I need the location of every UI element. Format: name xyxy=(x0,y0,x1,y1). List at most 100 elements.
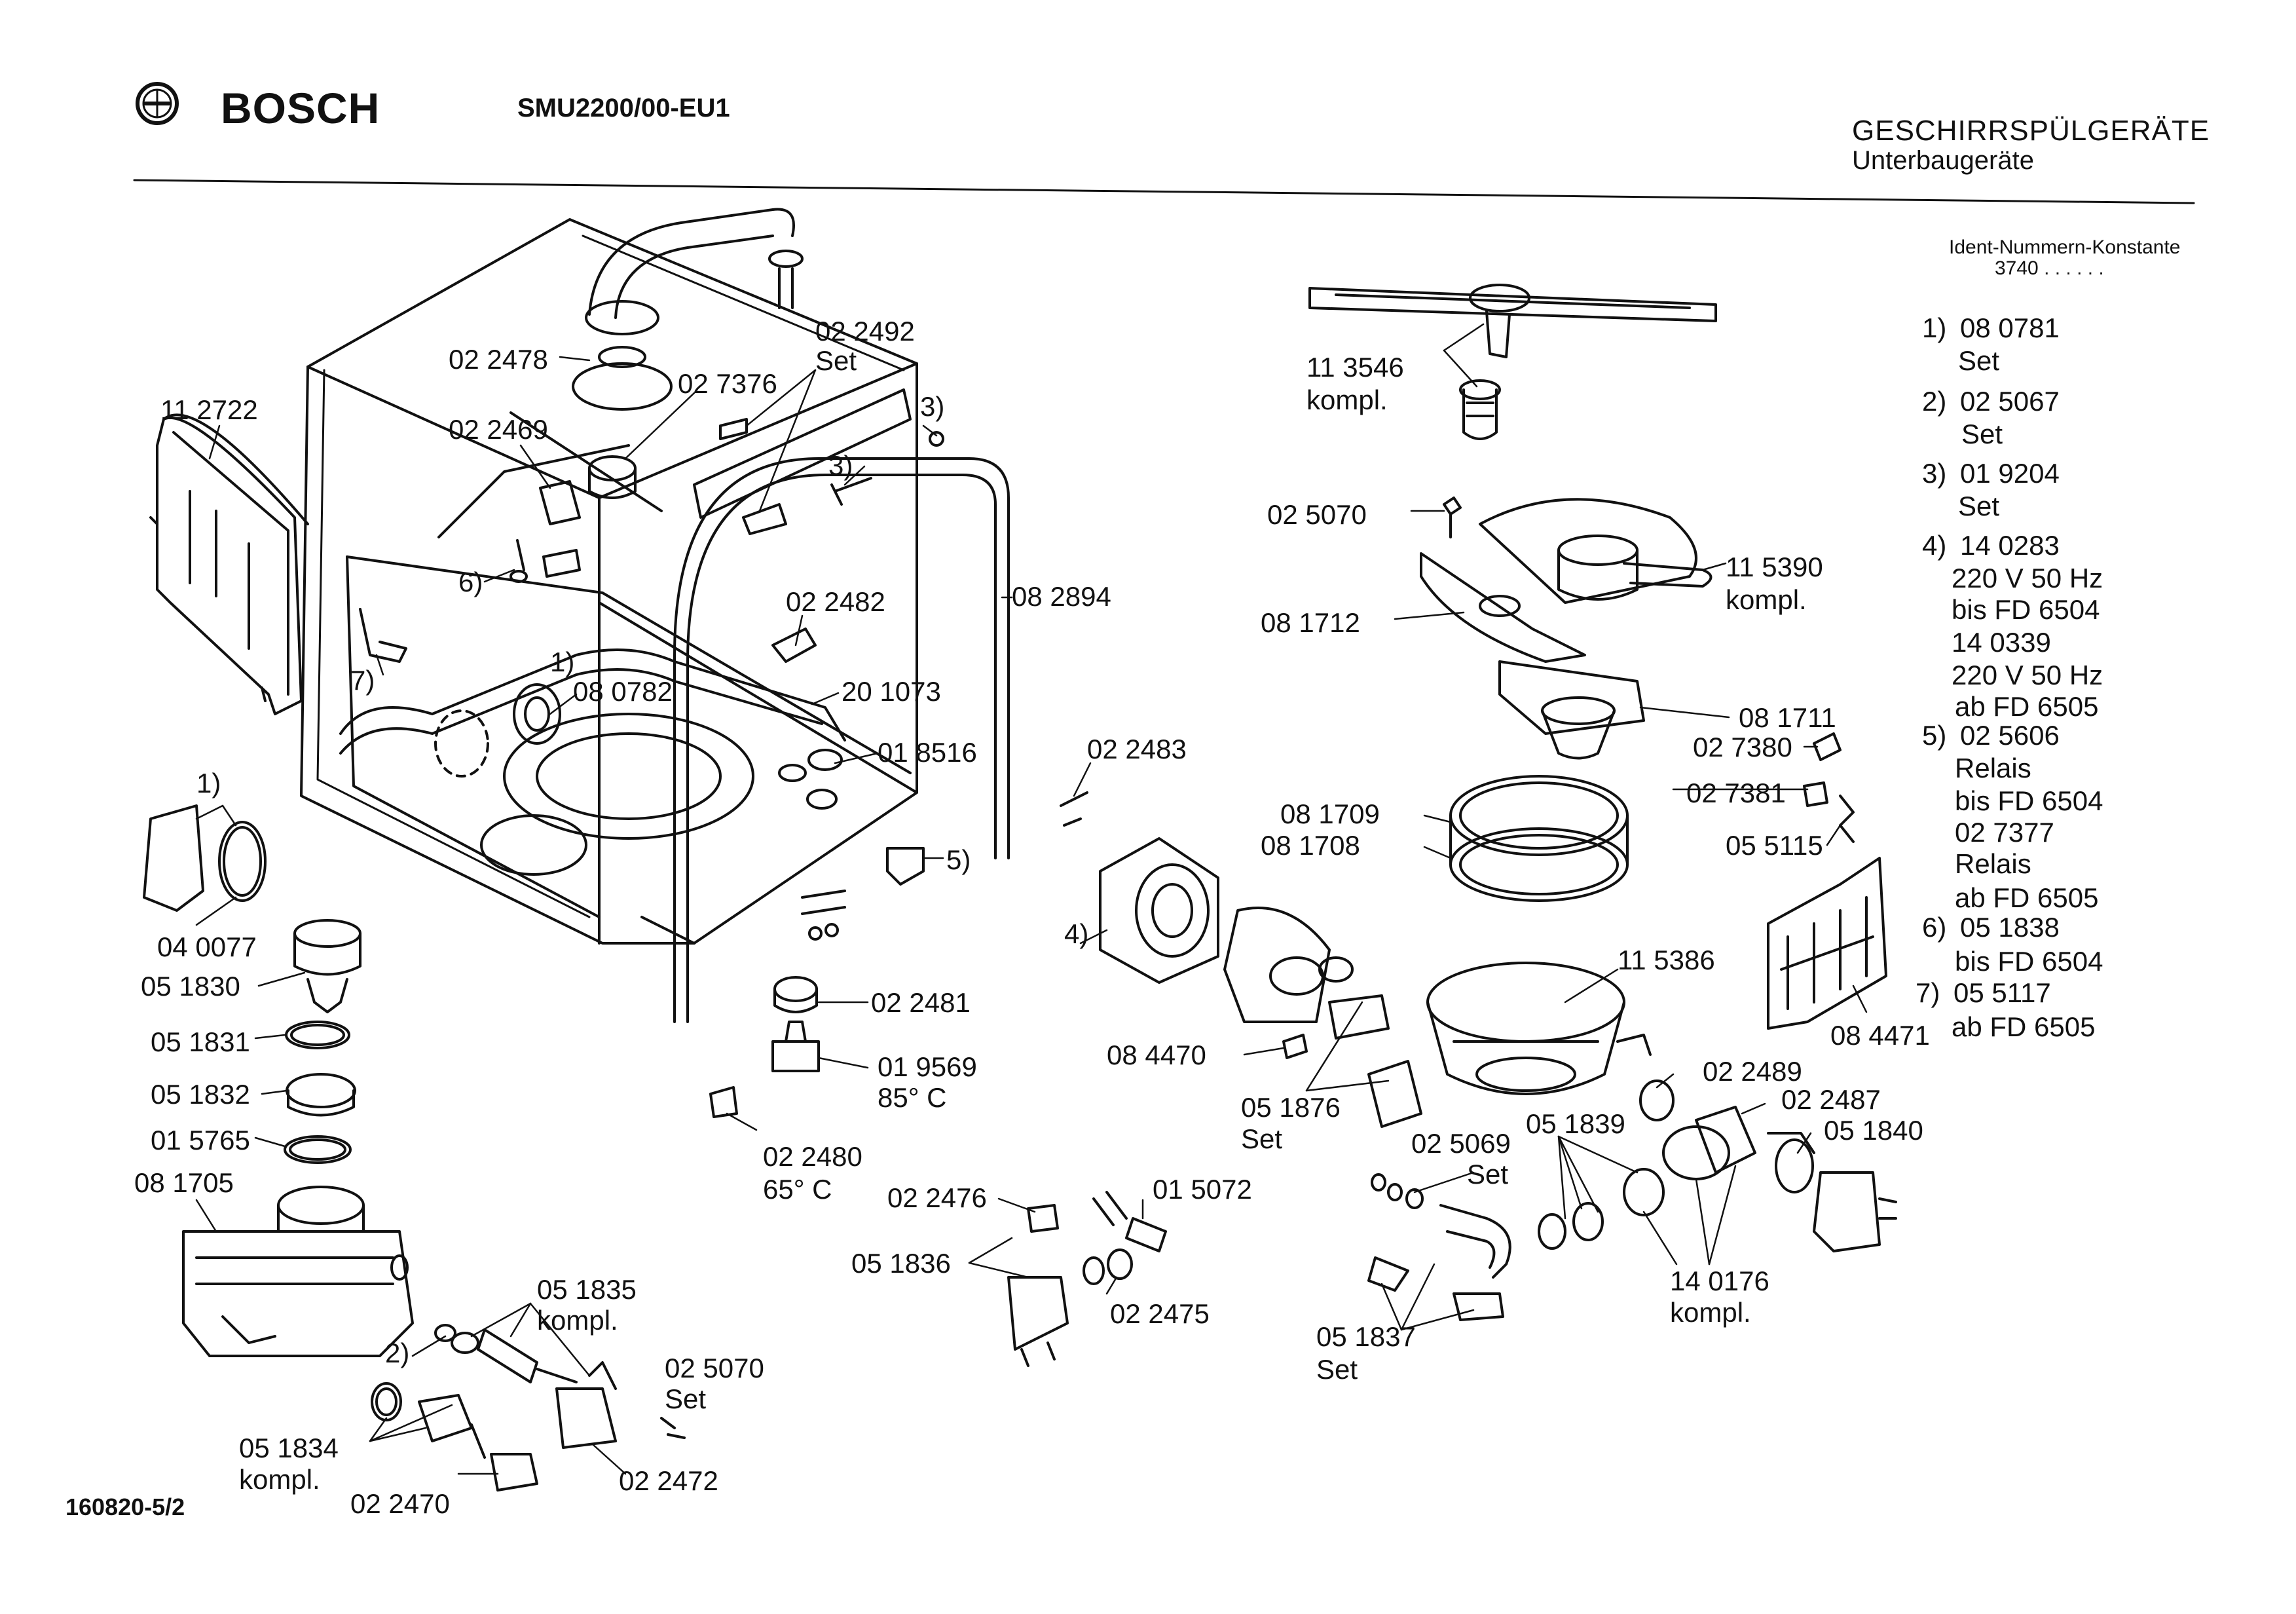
part-label: 08 1709 xyxy=(1280,798,1380,829)
part-label: 05 1835 xyxy=(537,1274,637,1305)
legend-number: 5) xyxy=(1922,720,1947,751)
part-label: 02 5070 xyxy=(1267,499,1367,530)
part-label: 05 1831 xyxy=(151,1026,250,1057)
circulation-pump-drawing xyxy=(1060,791,1422,1128)
part-label: 3) xyxy=(828,450,853,481)
legend-entry: Set xyxy=(1961,419,2003,449)
legend-entry: 05 1838 xyxy=(1960,912,2060,943)
part-label: 04 0077 xyxy=(157,931,257,962)
part-label: kompl. xyxy=(1670,1297,1751,1328)
part-label: 05 1839 xyxy=(1526,1108,1625,1139)
legend-entry: 14 0339 xyxy=(1952,627,2051,658)
category-title: GESCHIRRSPÜLGERÄTE xyxy=(1852,115,2210,147)
category-subtitle: Unterbaugeräte xyxy=(1852,146,2034,175)
part-label: 5) xyxy=(946,844,971,875)
part-label: 2) xyxy=(385,1338,410,1368)
part-label: 01 8516 xyxy=(878,737,977,768)
part-label: Set xyxy=(815,345,857,376)
part-label: 14 0176 xyxy=(1670,1266,1769,1296)
part-label: kompl. xyxy=(537,1305,618,1336)
thermostat-drawing xyxy=(709,976,1167,1367)
part-label: kompl. xyxy=(239,1464,320,1495)
brand-name: BOSCH xyxy=(221,84,380,132)
part-label: 08 1708 xyxy=(1261,830,1360,861)
part-label: 1) xyxy=(196,768,221,798)
part-label: 08 1712 xyxy=(1261,607,1360,638)
part-label: 05 1837 xyxy=(1316,1321,1416,1352)
part-label: 08 2894 xyxy=(1012,581,1111,612)
part-label: Set xyxy=(1316,1354,1358,1385)
drain-pump-drawing xyxy=(1367,1079,1897,1321)
part-label: 02 2469 xyxy=(449,414,548,445)
legend-number: 7) xyxy=(1916,977,1940,1008)
legend-entry: 02 5067 xyxy=(1960,386,2060,417)
part-label: 11 5386 xyxy=(1618,945,1715,975)
part-label: 85° C xyxy=(878,1082,947,1113)
part-label: 7) xyxy=(350,665,375,696)
legend-number: 4) xyxy=(1922,530,1947,561)
legend-entry: ab FD 6505 xyxy=(1955,691,2099,722)
part-label: 02 2470 xyxy=(350,1488,450,1519)
part-label: 08 4470 xyxy=(1107,1040,1206,1070)
part-label: 05 1876 xyxy=(1241,1092,1341,1123)
part-label: 05 1836 xyxy=(851,1248,951,1279)
part-label: 02 5069 xyxy=(1411,1128,1511,1159)
part-label: 4) xyxy=(1064,918,1089,949)
legend-entry: 02 7377 xyxy=(1955,817,2054,848)
legend-entry: 08 0781 xyxy=(1960,312,2060,343)
salt-container-drawing xyxy=(143,804,414,1357)
part-label: 05 1840 xyxy=(1824,1115,1923,1146)
part-label: 02 2481 xyxy=(871,987,971,1018)
part-label: 11 3546 xyxy=(1306,352,1404,383)
legend-entry: bis FD 6504 xyxy=(1955,785,2103,816)
document-number: 160820-5/2 xyxy=(65,1493,185,1520)
part-label: 02 2492 xyxy=(815,316,915,347)
legend-entry: ab FD 6505 xyxy=(1955,882,2099,913)
part-label: 02 2472 xyxy=(619,1465,718,1496)
legend-entry: 05 5117 xyxy=(1953,977,2051,1008)
legend-entry: Set xyxy=(1958,345,2000,376)
part-label: 02 2483 xyxy=(1087,734,1187,764)
part-label: 20 1073 xyxy=(842,676,941,707)
part-label: 05 5115 xyxy=(1726,830,1823,861)
legend-entry: 01 9204 xyxy=(1960,458,2060,489)
water-valve-drawing xyxy=(371,1324,686,1492)
ident-value: 3740 . . . . . . xyxy=(1995,257,2104,279)
part-label: 01 5072 xyxy=(1153,1174,1252,1205)
legend-entry: bis FD 6504 xyxy=(1952,594,2100,625)
part-label: Set xyxy=(1467,1159,1509,1190)
part-label: 08 1705 xyxy=(134,1167,234,1198)
legend-entry: 14 0283 xyxy=(1960,530,2060,561)
legend-entry: Relais xyxy=(1955,753,2031,783)
part-label: 02 2478 xyxy=(449,344,548,375)
header-rule xyxy=(133,179,2195,204)
legend-number: 1) xyxy=(1922,312,1947,343)
part-label: 02 7380 xyxy=(1693,732,1792,762)
part-label: 08 1711 xyxy=(1739,702,1836,733)
part-label: 02 2482 xyxy=(786,586,885,617)
part-label: 11 2722 xyxy=(160,394,258,425)
legend-entry: bis FD 6504 xyxy=(1955,946,2103,977)
leader-lines xyxy=(195,323,1868,1475)
legend-number: 3) xyxy=(1922,458,1947,489)
part-label: 02 2487 xyxy=(1781,1084,1881,1115)
legend-entry: Relais xyxy=(1955,848,2031,879)
part-label: 01 5765 xyxy=(151,1125,250,1155)
part-label: 02 7381 xyxy=(1686,778,1786,808)
part-label: Set xyxy=(665,1383,707,1414)
legend-entry: ab FD 6505 xyxy=(1952,1011,2096,1042)
model-number: SMU2200/00-EU1 xyxy=(517,94,730,122)
part-label: 05 1830 xyxy=(141,971,240,1002)
ident-heading: Ident-Nummern-Konstante xyxy=(1949,236,2181,258)
legend-entry: 02 5606 xyxy=(1960,720,2060,751)
part-label: kompl. xyxy=(1726,584,1807,615)
legend-entry: 220 V 50 Hz xyxy=(1952,660,2103,690)
part-label: 11 5390 xyxy=(1726,552,1823,582)
part-label: 02 2476 xyxy=(887,1182,987,1213)
part-label: 05 1832 xyxy=(151,1079,250,1110)
dishwasher-tub-drawing xyxy=(300,208,1010,1023)
part-label: 01 9569 xyxy=(878,1051,977,1082)
part-label: 02 7376 xyxy=(678,368,777,399)
